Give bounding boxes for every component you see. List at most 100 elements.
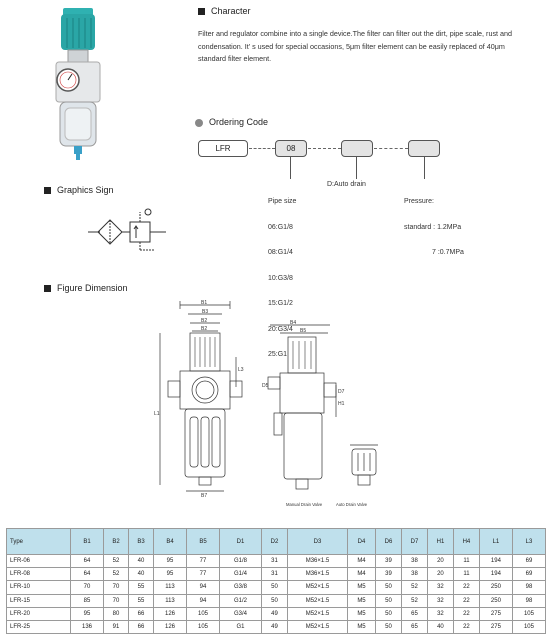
graphics-symbol [88,208,166,251]
table-cell-type: LFR-10 [6,580,71,595]
table-cell: 22 [452,593,480,608]
table-header: B1 [70,528,104,555]
table-cell: M5 [346,580,376,595]
table-cell: 50 [374,619,402,635]
table-cell: 95 [70,606,104,621]
table-cell: M52×1.5 [286,593,348,608]
dimension-drawing: B1 B3 B2 B2 B7 L1 L3 B4 B5 D5 D7 H1 [154,300,378,507]
table-cell: 105 [511,606,547,621]
table-cell: 94 [186,593,220,608]
bullet-square-icon [44,187,51,195]
table-cell: 52 [103,567,129,582]
table-cell: 77 [186,553,220,569]
table-header: D4 [346,528,376,555]
table-header: D6 [374,528,402,555]
table-header: D1 [219,528,262,555]
front-view: B1 B3 B2 B2 B7 L1 L3 [154,300,244,499]
pipe-size-option: 25:G1 [268,351,288,358]
dimension-table: Type B1 B2 B3 B4 B5 D1 D2 D3 D4 D6 D7 H1… [6,528,547,635]
table-header: H1 [426,528,454,555]
table-cell: 39 [374,553,402,569]
table-cell: 22 [452,580,480,595]
table-cell: 70 [103,580,129,595]
dim-label: D5 [262,383,269,389]
character-text: Filter and regulator combine into a sing… [198,29,513,64]
table-header: B3 [128,528,154,555]
table-cell: G1/8 [219,553,262,569]
pipe-size-option: 20:G3/4 [268,325,293,333]
table-cell: 105 [511,619,547,635]
table-cell: 40 [128,553,154,569]
graphics-sign-heading-text: Graphics Sign [57,185,114,195]
figure-dimension-heading: Figure Dimension [44,283,128,293]
table-cell: 98 [511,580,547,595]
leader-line [356,157,357,179]
table-cell-type: LFR-25 [6,619,71,635]
bullet-square-icon [198,8,205,16]
table-cell: G3/8 [219,580,262,595]
table-cell: 85 [70,593,104,608]
dim-label: B4 [290,320,296,326]
table-cell: 20 [426,567,454,582]
bullet-square-icon [44,285,51,293]
table-cell: M5 [346,593,376,608]
manual-drain-caption: Manual Drain Valve [286,502,323,507]
ordering-code-heading-text: Ordering Code [209,117,269,127]
table-cell: 52 [400,580,428,595]
drain-option: D:Auto drain [327,181,366,188]
table-cell: 136 [70,619,104,635]
table-cell: 38 [400,553,428,569]
table-cell: M5 [346,606,376,621]
table-cell: 113 [153,593,187,608]
table-header: D3 [286,528,348,555]
table-cell: 50 [374,606,402,621]
table-cell: 50 [261,593,288,608]
code-box-pipe: 08 [275,140,307,157]
table-cell-type: LFR-06 [6,553,71,569]
table-cell: 64 [70,567,104,582]
bullet-circle-icon [195,118,203,127]
character-heading-text: Character [211,6,251,16]
table-header: L1 [478,528,513,555]
table-cell: 70 [103,593,129,608]
character-heading: Character [198,6,251,16]
table-cell: 66 [128,606,154,621]
table-cell: 50 [374,580,402,595]
table-header: B4 [153,528,187,555]
table-cell: 69 [511,553,547,569]
table-cell: 105 [186,606,220,621]
table-cell: 275 [478,619,513,635]
pressure-title: Pressure: [404,198,434,205]
pipe-size-list: Pipe size 06:G1/8 08:G1/4 10:G3/8 15:G1/… [268,181,296,368]
table-cell: 126 [153,606,187,621]
code-box-pressure [408,140,440,157]
leader-line [424,157,425,179]
table-header: D2 [261,528,288,555]
table-cell: 95 [153,553,187,569]
table-cell: 20 [426,553,454,569]
table-header: B5 [186,528,220,555]
table-cell: 40 [128,567,154,582]
dim-label: L1 [154,411,160,417]
table-cell: 49 [261,619,288,635]
auto-drain-inset [350,444,378,486]
table-header: Type [6,528,71,555]
code-dash [374,148,408,149]
table-cell: 55 [128,580,154,595]
table-cell: 126 [153,619,187,635]
table-cell: 194 [478,567,513,582]
table-cell: 32 [426,593,454,608]
table-cell: 94 [186,580,220,595]
code-dash [308,148,341,149]
table-cell: 40 [426,619,454,635]
pressure-options: Pressure: standard : 1.2MPa 7 :0.7MPa [404,181,464,266]
auto-drain-caption: Auto Drain Valve [336,502,368,507]
table-cell: 32 [426,606,454,621]
table-cell: 50 [374,593,402,608]
product-photo [55,8,101,160]
dim-label: L3 [238,367,244,373]
table-cell: M5 [346,619,376,635]
